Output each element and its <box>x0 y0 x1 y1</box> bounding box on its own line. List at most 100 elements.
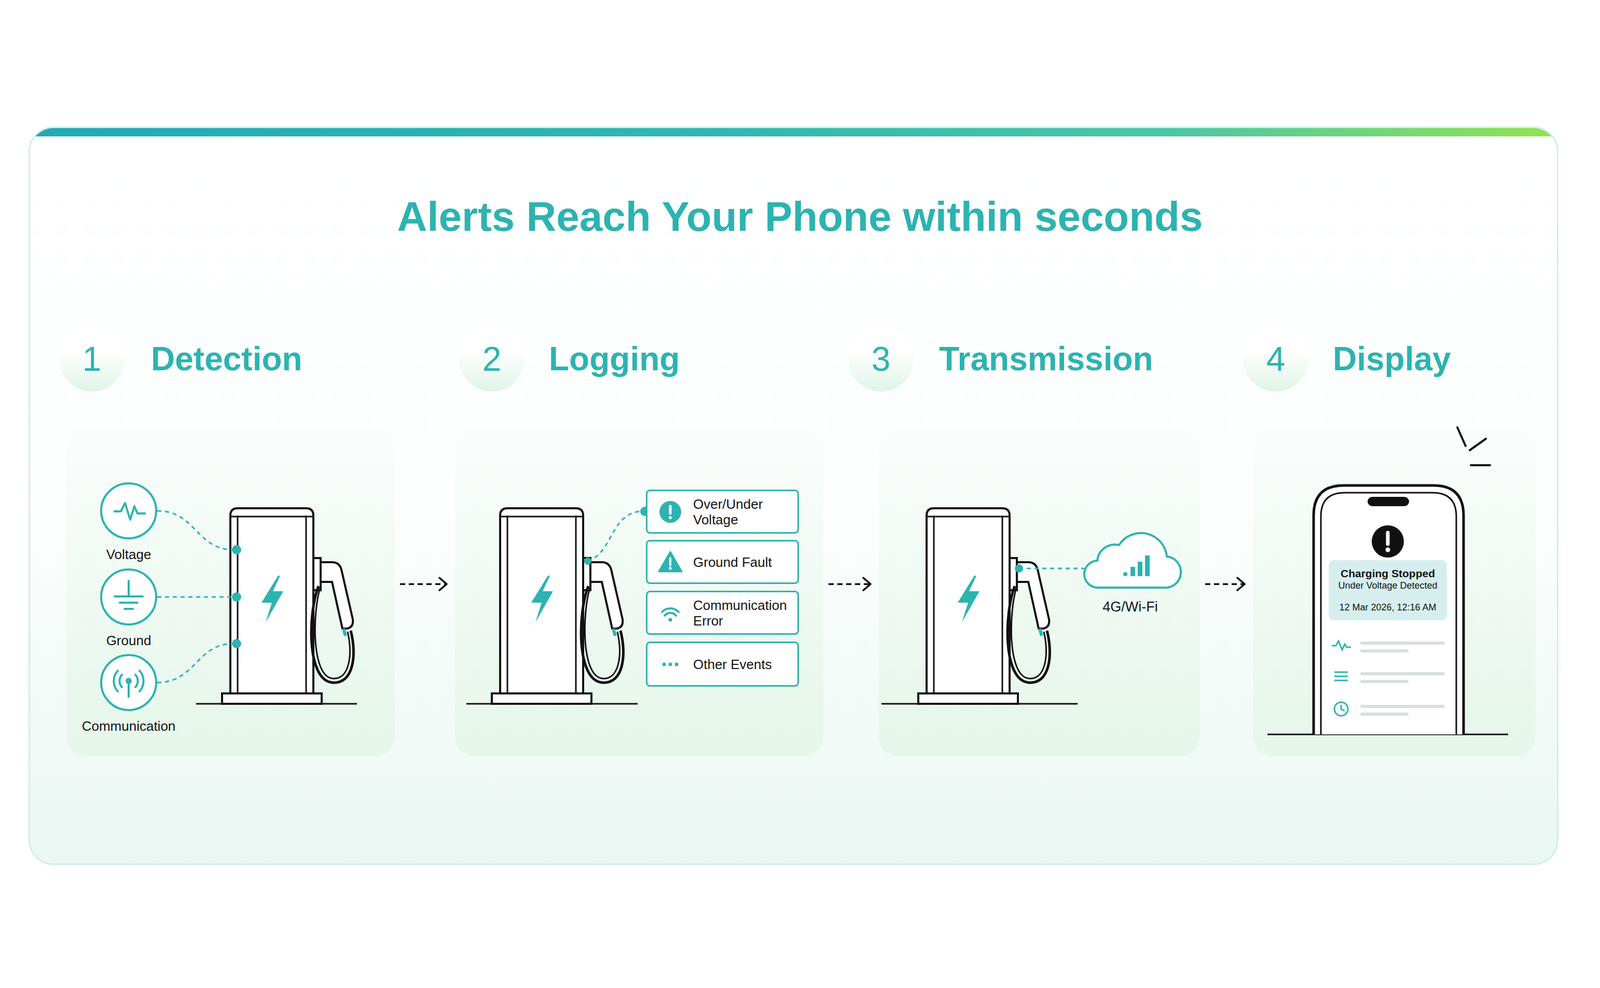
line-art <box>1386 532 1390 545</box>
node-text: Over/Under Voltage <box>693 496 794 528</box>
step-heading: Display <box>1332 339 1452 379</box>
node-text: 4 <box>1266 340 1286 378</box>
rect-shape <box>1360 705 1445 709</box>
step-number: 2 <box>459 326 525 392</box>
node-text: 3 <box>871 340 891 378</box>
sensor-circle: Ground <box>100 568 158 626</box>
dot-shape <box>231 639 242 649</box>
line-art <box>1313 485 1464 735</box>
dot-shape <box>674 663 679 667</box>
line-art <box>1334 672 1348 681</box>
step-number: 4 <box>1243 326 1309 392</box>
notification-card: Charging StoppedUnder Voltage Detected 12… <box>1328 560 1447 621</box>
line-art <box>113 503 146 520</box>
step-heading: Transmission <box>939 339 1154 379</box>
node-text: Under Voltage Detected <box>1338 580 1438 592</box>
icon-label: Ground <box>106 632 152 649</box>
rect-shape <box>1360 680 1409 684</box>
line-art <box>157 511 234 550</box>
line-art <box>658 552 682 572</box>
line-art <box>157 643 234 683</box>
rect-shape <box>1360 641 1445 645</box>
line-art <box>587 511 643 562</box>
dot-shape <box>1123 572 1128 577</box>
line-art <box>127 684 130 698</box>
dot-shape <box>584 557 592 565</box>
icon-label: Voltage <box>106 546 152 563</box>
line-art <box>669 506 672 514</box>
dashed-line <box>828 583 871 586</box>
rect-shape <box>1367 497 1410 507</box>
step-panel: Transmission4G/Wi-Fi <box>878 428 1200 757</box>
node-text: Charging Stopped <box>1340 567 1436 581</box>
dot-shape <box>1371 525 1404 558</box>
line-art <box>661 608 679 616</box>
line-art <box>466 703 638 706</box>
event-box: Communication Error <box>645 590 799 636</box>
step-number: 1 <box>59 326 125 392</box>
line-art <box>1018 568 1085 570</box>
cloud-shape: 4G/Wi-Fi <box>1081 523 1179 592</box>
dot-shape <box>231 592 242 602</box>
line-art <box>881 703 1078 706</box>
step-panel: DisplayCharging StoppedUnder Voltage Det… <box>1252 428 1536 757</box>
illustration <box>878 428 1200 757</box>
node-text: 12 Mar 2026, 12:16 AM <box>1339 601 1437 614</box>
node-text: Other Events <box>693 656 772 673</box>
dot-shape <box>668 663 673 667</box>
dot-shape <box>231 545 242 555</box>
node-text: Communication Error <box>693 597 794 629</box>
rect-shape <box>1137 561 1143 577</box>
illustration <box>102 570 160 628</box>
event-box: Over/Under Voltage <box>645 489 799 534</box>
line-art <box>1341 705 1345 712</box>
arrow-head <box>1237 577 1245 591</box>
line-art <box>157 596 234 599</box>
arrow-head <box>439 577 447 591</box>
step-panel: DetectionVoltageGroundCommunication <box>66 428 395 757</box>
dot-shape <box>662 663 667 667</box>
arrow-head <box>863 577 871 591</box>
icon-label: 4G/Wi-Fi <box>1102 599 1158 615</box>
illustration <box>102 484 160 542</box>
node-text: 1 <box>82 340 102 378</box>
diagram-title: Alerts Reach Your Phone within seconds <box>0 189 1600 244</box>
charger-figure <box>222 508 354 705</box>
flow-arrow <box>828 577 871 591</box>
step-heading: Logging <box>548 339 680 379</box>
illustration <box>1081 523 1179 592</box>
dashed-line <box>1205 583 1245 586</box>
icon-label: Communication <box>81 718 176 735</box>
step-panel: LoggingOver/Under VoltageGround FaultCom… <box>454 428 824 757</box>
node-text: 2 <box>482 340 502 378</box>
rect-shape <box>1360 649 1409 653</box>
event-box: Ground Fault <box>645 540 799 585</box>
dot-shape <box>659 501 682 523</box>
line-art <box>1331 641 1351 651</box>
line-art <box>669 558 672 566</box>
accent-bar <box>30 128 1557 137</box>
dot-shape <box>1014 564 1024 573</box>
dot-shape <box>125 678 132 685</box>
rect-shape <box>1360 672 1445 676</box>
flow-arrow <box>1205 577 1245 591</box>
line-art <box>196 703 357 706</box>
rect-shape <box>1130 567 1136 577</box>
step-heading: Detection <box>150 339 303 379</box>
line-art <box>114 581 143 610</box>
dot-shape <box>1334 702 1348 716</box>
line-art <box>1320 492 1457 735</box>
event-box: Other Events <box>645 641 799 687</box>
line-art <box>1084 533 1181 588</box>
charger-figure <box>491 508 624 705</box>
line-art <box>113 670 144 692</box>
dot-shape <box>1385 547 1391 553</box>
flow-arrow <box>400 577 447 591</box>
node-text: Ground Fault <box>693 554 772 571</box>
dot-shape <box>668 618 673 623</box>
rect-shape <box>1360 712 1409 716</box>
step-number: 3 <box>848 326 914 392</box>
sensor-circle: Voltage <box>100 482 158 540</box>
illustration <box>102 656 160 714</box>
dashed-line <box>400 583 447 586</box>
